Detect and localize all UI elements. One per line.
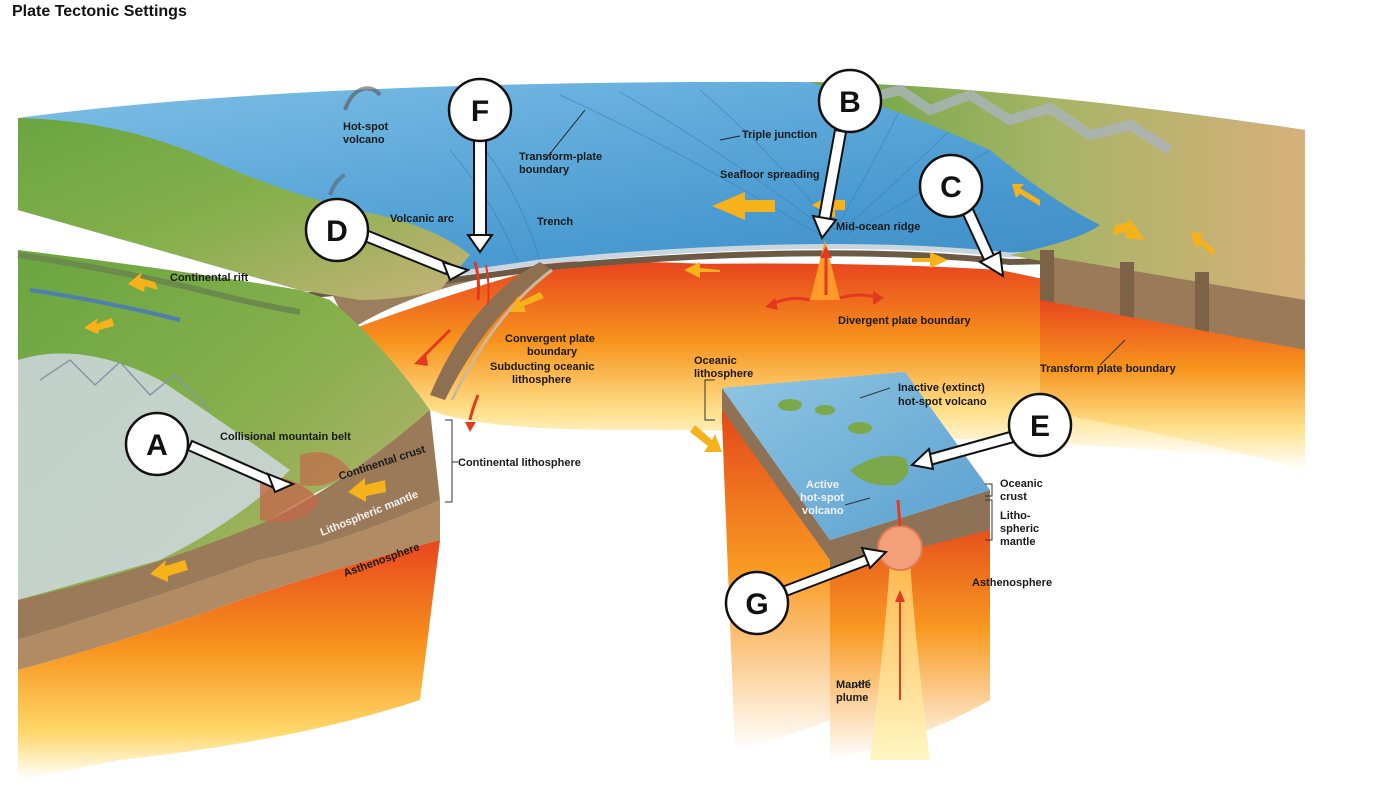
hotspot-crust-left xyxy=(722,388,830,560)
label-triple-junction: Triple junction xyxy=(742,129,817,141)
left-asthenosphere xyxy=(18,540,440,780)
label-active-hotspot-3: volcano xyxy=(802,505,844,517)
plate-motion-arrows xyxy=(84,184,1215,582)
label-oceanic-lithosphere-2: lithosphere xyxy=(694,368,753,380)
hawaiian-islands xyxy=(778,399,909,486)
marker-g[interactable]: G xyxy=(724,570,790,636)
label-asthenosphere-right: Asthenosphere xyxy=(972,577,1052,589)
label-subducting-oceanic-lithosphere-2: lithosphere xyxy=(512,374,571,386)
left-crust-wall xyxy=(18,410,440,640)
subducting-slab xyxy=(430,262,552,400)
label-oceanic-crust-2: crust xyxy=(1000,491,1027,503)
pointer-arrows xyxy=(186,128,1016,598)
label-mid-ocean-ridge: Mid-ocean ridge xyxy=(836,221,920,233)
marker-c-letter: C xyxy=(940,171,962,204)
marker-e[interactable]: E xyxy=(1007,392,1073,458)
page-title: Plate Tectonic Settings xyxy=(12,3,187,20)
hotspot-block-side-left xyxy=(722,388,830,750)
label-litho-spheric-mantle-1: Litho- xyxy=(1000,510,1031,522)
label-transform-plate-boundary-1: Transform-plate xyxy=(519,151,602,163)
right-continent-surface xyxy=(810,82,1305,300)
mountain-range-right xyxy=(858,84,1173,155)
label-transform-plate-boundary-2: boundary xyxy=(519,164,570,176)
marker-a[interactable]: A xyxy=(124,411,190,477)
label-inactive-hotspot-2: hot-spot volcano xyxy=(898,396,987,408)
mountain-belt-left xyxy=(18,353,290,600)
label-hotspot-volcano-1: Hot-spot xyxy=(343,121,389,133)
label-trench: Trench xyxy=(537,216,573,228)
label-seafloor-spreading: Seafloor spreading xyxy=(720,169,820,181)
right-continent-wall xyxy=(1040,255,1305,350)
label-subducting-oceanic-lithosphere-1: Subducting oceanic xyxy=(490,361,595,373)
marker-d[interactable]: D xyxy=(304,197,370,263)
label-convergent-plate-boundary-2: boundary xyxy=(527,346,578,358)
label-continental-rift: Continental rift xyxy=(170,272,249,284)
label-volcanic-arc: Volcanic arc xyxy=(390,213,454,225)
label-mantle-plume-1: Mantle xyxy=(836,679,871,691)
marker-f[interactable]: F xyxy=(447,77,513,143)
marker-f-letter: F xyxy=(471,95,489,128)
label-active-hotspot-2: hot-spot xyxy=(800,492,844,504)
marker-b[interactable]: B xyxy=(817,68,883,134)
label-collisional-mountain-belt: Collisional mountain belt xyxy=(220,431,351,443)
label-active-hotspot-1: Active xyxy=(806,479,839,491)
label-transform-plate-boundary-right: Transform plate boundary xyxy=(1040,363,1177,375)
label-litho-spheric-mantle-2: spheric xyxy=(1000,523,1039,535)
label-hotspot-volcano-2: volcano xyxy=(343,134,385,146)
marker-c[interactable]: C xyxy=(918,153,984,219)
marker-b-letter: B xyxy=(839,86,861,119)
marker-a-letter: A xyxy=(146,429,168,462)
label-convergent-plate-boundary-1: Convergent plate xyxy=(505,333,595,345)
marker-e-letter: E xyxy=(1030,410,1050,443)
marker-g-letter: G xyxy=(745,588,768,621)
label-litho-spheric-mantle-3: mantle xyxy=(1000,536,1035,548)
hotspot-block-top xyxy=(722,372,990,540)
continental-rift xyxy=(17,252,301,315)
label-divergent-plate-boundary: Divergent plate boundary xyxy=(838,315,972,327)
label-continental-lithosphere: Continental lithosphere xyxy=(458,457,581,469)
label-oceanic-crust-1: Oceanic xyxy=(1000,478,1043,490)
bracket-lines xyxy=(445,339,1126,689)
label-inactive-hotspot-1: Inactive (extinct) xyxy=(898,382,985,394)
label-mantle-plume-2: plume xyxy=(836,692,868,704)
plume-head xyxy=(877,525,923,571)
left-lithospheric-mantle xyxy=(18,500,440,670)
marker-d-letter: D xyxy=(326,215,348,248)
label-oceanic-lithosphere-1: Oceanic xyxy=(694,355,737,367)
